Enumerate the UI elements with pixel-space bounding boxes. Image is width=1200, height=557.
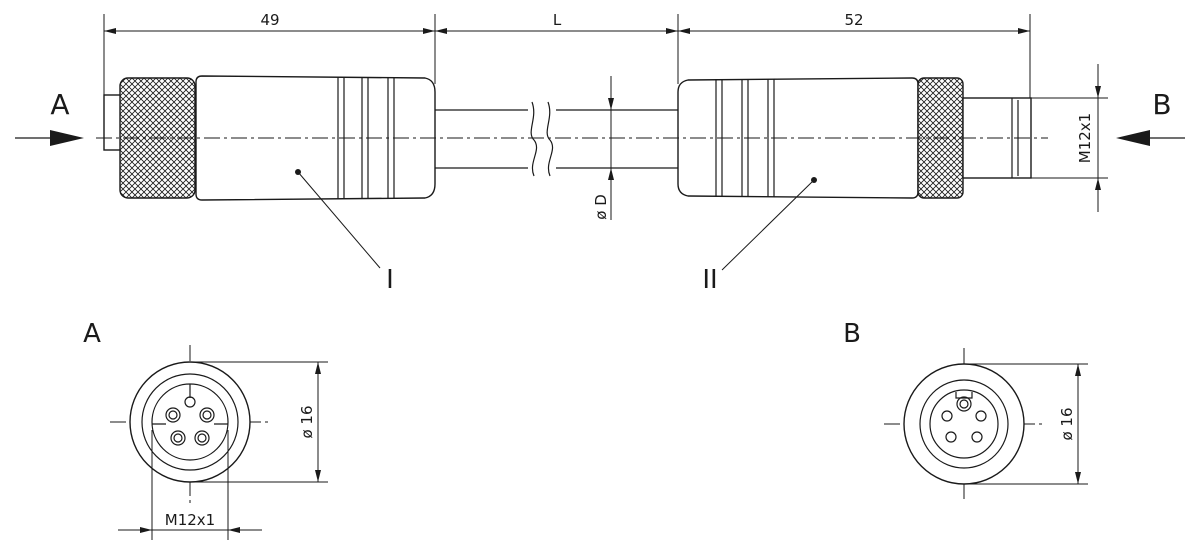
- dim-left-connector: 49: [260, 11, 279, 29]
- end-arrow-a: A: [15, 88, 84, 146]
- pin-icon: [941, 396, 987, 443]
- view-label-a: A: [83, 319, 101, 349]
- end-label-a: A: [50, 88, 69, 121]
- part-label-two: II: [702, 265, 717, 295]
- end-label-b: B: [1152, 88, 1171, 121]
- dim-thread-side: M12x1: [1076, 113, 1094, 163]
- leader-part-one: I: [295, 169, 394, 295]
- dim-thread-front: M12x1: [165, 511, 215, 529]
- dim-cable-length: L: [553, 11, 562, 29]
- dim-face-diameter-b: ø 16: [1058, 407, 1076, 440]
- front-view-a: A ø 16 M12x1: [83, 319, 328, 540]
- pin-icon: [165, 396, 215, 446]
- part-label-one: I: [386, 265, 394, 295]
- front-view-b: B ø 16: [843, 319, 1088, 502]
- end-arrow-b: B: [1116, 88, 1185, 146]
- top-dimensions: 49 L 52: [103, 11, 1031, 110]
- cable: ø D: [435, 76, 678, 220]
- dim-cable-diameter: ø D: [592, 194, 610, 220]
- leader-part-two: II: [702, 177, 817, 295]
- view-label-b: B: [843, 319, 861, 349]
- dim-face-diameter-a: ø 16: [298, 405, 316, 438]
- dim-right-connector: 52: [844, 11, 863, 29]
